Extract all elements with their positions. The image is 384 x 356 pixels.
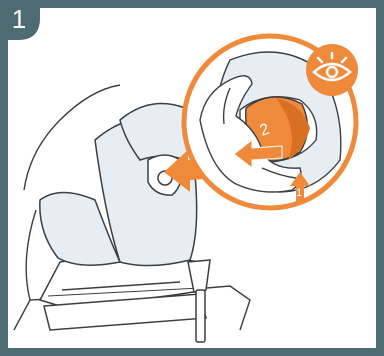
press-arrow-label: 1 xyxy=(296,187,302,199)
step-number: 1 xyxy=(0,0,38,38)
eye-icon xyxy=(306,44,358,96)
